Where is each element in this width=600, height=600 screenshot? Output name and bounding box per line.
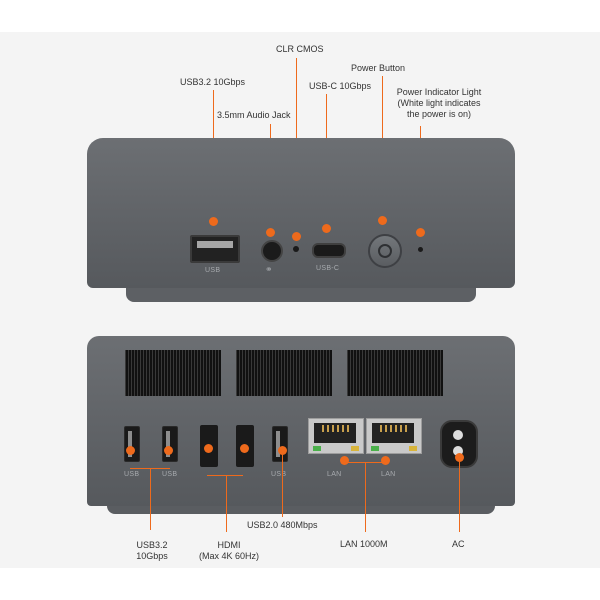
back-usb-text-1: USB xyxy=(124,471,140,478)
label-power-light-line1: Power Indicator Light xyxy=(396,87,482,97)
leader-lan-bottom xyxy=(365,462,366,532)
back-panel xyxy=(87,336,515,506)
back-lan-text-2: LAN xyxy=(381,471,396,478)
label-usb20: USB2.0 480Mbps xyxy=(247,520,318,530)
back-usb20-port xyxy=(272,426,288,462)
back-base xyxy=(107,506,495,514)
marker-power-light xyxy=(416,228,425,237)
power-button[interactable] xyxy=(368,234,402,268)
label-hdmi: HDMI (Max 4K 60Hz) xyxy=(191,540,267,562)
clr-cmos-hole xyxy=(293,246,299,252)
front-base xyxy=(126,288,476,302)
marker-usb20 xyxy=(278,446,287,455)
lan-port-1 xyxy=(308,418,364,454)
back-usb-text-3: USB xyxy=(271,471,287,478)
marker-usb32 xyxy=(209,217,218,226)
label-hdmi-line2: (Max 4K 60Hz) xyxy=(198,551,260,561)
label-hdmi-line1: HDMI xyxy=(217,540,241,550)
marker-clr xyxy=(292,232,301,241)
vent-middle xyxy=(236,350,332,396)
headphone-icon: ⚭ xyxy=(265,264,273,274)
label-usb32-back: USB3.2 10Gbps xyxy=(124,540,180,562)
vent-left xyxy=(125,350,221,396)
label-power-light-line3: the power is on) xyxy=(406,109,472,119)
label-usb32-back-line1: USB3.2 xyxy=(136,540,168,550)
marker-hdmi-1 xyxy=(204,444,213,453)
marker-power-button xyxy=(378,216,387,225)
audio-jack xyxy=(261,240,283,262)
label-clr-cmos: CLR CMOS xyxy=(276,44,324,54)
marker-usb-c xyxy=(322,224,331,233)
marker-lan-2 xyxy=(381,456,390,465)
back-usb32-port-1 xyxy=(124,426,140,462)
power-indicator-light xyxy=(418,247,423,252)
lan-port-2 xyxy=(366,418,422,454)
back-usb32-port-2 xyxy=(162,426,178,462)
label-lan: LAN 1000M xyxy=(340,539,388,549)
leader-hdmi-bar xyxy=(207,475,243,476)
marker-audio xyxy=(266,228,275,237)
leader-usb20-bottom xyxy=(282,451,283,517)
usb-c-port xyxy=(312,243,346,258)
leader-usb32-bottom xyxy=(150,468,151,530)
leader-ac-bottom xyxy=(459,458,460,532)
marker-usb32-1 xyxy=(126,446,135,455)
leader-hdmi-bottom xyxy=(226,475,227,532)
label-usb32-back-line2: 10Gbps xyxy=(136,551,168,561)
marker-ac xyxy=(455,453,464,462)
front-usb-text: USB xyxy=(205,267,221,274)
label-ac: AC xyxy=(452,539,465,549)
marker-usb32-2 xyxy=(164,446,173,455)
marker-hdmi-2 xyxy=(240,444,249,453)
front-usb-port xyxy=(190,235,240,263)
label-power-light-line2: (White light indicates xyxy=(397,98,481,108)
front-usb-c-text: USB-C xyxy=(316,265,340,272)
label-usb32: USB3.2 10Gbps xyxy=(180,77,246,87)
vent-right xyxy=(347,350,443,396)
back-lan-text-1: LAN xyxy=(327,471,342,478)
label-power-button: Power Button xyxy=(351,63,406,73)
front-panel xyxy=(87,138,515,288)
label-power-light: Power Indicator Light (White light indic… xyxy=(384,87,494,120)
back-usb-text-2: USB xyxy=(162,471,178,478)
label-audio-jack: 3.5mm Audio Jack xyxy=(217,110,291,120)
product-image-area: USB3.2 10Gbps 3.5mm Audio Jack CLR CMOS … xyxy=(0,32,600,568)
label-usb-c: USB-C 10Gbps xyxy=(309,81,372,91)
marker-lan-1 xyxy=(340,456,349,465)
